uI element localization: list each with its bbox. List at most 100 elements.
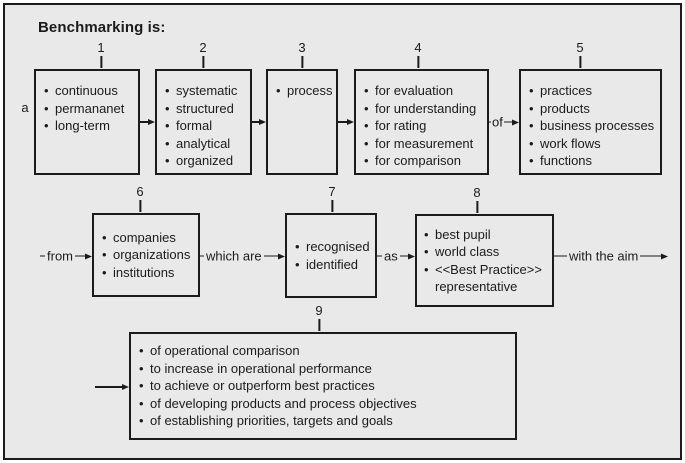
label-from: from	[47, 248, 73, 264]
connector-line	[554, 255, 567, 257]
connector-which-are: which are	[200, 249, 285, 264]
bullet-item: practices	[529, 82, 657, 100]
bullet-item: best pupil	[424, 226, 549, 244]
connector-line	[40, 255, 45, 257]
bullet-item: systematic	[165, 82, 247, 100]
box-1: continuouspermananetlong-term	[34, 69, 140, 175]
bullet-item: for measurement	[364, 135, 484, 153]
arrow-head-icon	[148, 119, 155, 125]
bullet-item: products	[529, 100, 657, 118]
connector-line	[377, 255, 382, 257]
box-1-tick	[99, 56, 102, 68]
arrow-shaft	[503, 121, 512, 123]
box-4: for evaluationfor understandingfor ratin…	[354, 69, 489, 175]
arrow-box3-to-box4	[338, 119, 354, 125]
arrow-box2-to-box3	[252, 119, 266, 125]
bullet-item: functions	[529, 152, 657, 170]
box-6-items: companiesorganizationsinstitutions	[102, 229, 195, 282]
bullet-item: organizations	[102, 246, 195, 264]
box-9: of operational comparisonto increase in …	[129, 332, 517, 440]
arrow-head-icon	[278, 253, 285, 259]
bullet-item: formal	[165, 117, 247, 135]
bullet-item: structured	[165, 100, 247, 118]
box-8-items: best pupilworld class<<Best Practice>> r…	[424, 226, 549, 296]
box-7-marker: 7	[328, 184, 336, 212]
arrow-head-icon	[85, 253, 92, 259]
box-9-items: of operational comparisonto increase in …	[139, 342, 512, 430]
arrow-shaft	[263, 255, 278, 257]
box-9-number: 9	[315, 303, 323, 318]
box-1-items: continuouspermananetlong-term	[44, 82, 135, 135]
box-6-tick	[138, 200, 141, 212]
box-7-number: 7	[328, 184, 336, 199]
bullet-item: for comparison	[364, 152, 484, 170]
box-5-items: practicesproductsbusiness processeswork …	[529, 82, 657, 170]
bullet-item: to achieve or outperform best practices	[139, 377, 512, 395]
bullet-item: institutions	[102, 264, 195, 282]
connector-with-the-aim: with the aim	[554, 249, 668, 264]
arrow-head-icon	[259, 119, 266, 125]
bullet-item: recognised	[295, 238, 372, 256]
bullet-item: continuous	[44, 82, 135, 100]
arrow-shaft	[399, 255, 408, 257]
box-8-tick	[475, 201, 478, 213]
box-1-marker: 1	[97, 40, 105, 68]
box-3: process	[266, 69, 338, 175]
bullet-item: of establishing priorities, targets and …	[139, 412, 512, 430]
arrow-shaft	[95, 386, 122, 388]
connector-line	[200, 255, 204, 257]
box-5-number: 5	[576, 40, 584, 55]
box-2-marker: 2	[199, 41, 207, 68]
box-3-marker: 3	[298, 40, 306, 68]
arrow-shaft	[640, 255, 661, 257]
arrow-shaft	[140, 121, 148, 123]
box-7: recognisedidentified	[285, 213, 377, 298]
arrow-shaft	[252, 121, 259, 123]
arrow-shaft	[75, 255, 85, 257]
label-a: a	[21, 100, 29, 115]
connector-from: from	[40, 249, 92, 264]
bullet-item: world class	[424, 243, 549, 261]
box-2: systematicstructuredformalanalyticalorga…	[155, 69, 252, 175]
box-5-marker: 5	[576, 40, 584, 68]
box-4-items: for evaluationfor understandingfor ratin…	[364, 82, 484, 170]
arrow-to-box9	[95, 384, 129, 390]
bullet-item: long-term	[44, 117, 135, 135]
bullet-item: companies	[102, 229, 195, 247]
box-7-items: recognisedidentified	[295, 238, 372, 273]
box-2-tick	[201, 56, 204, 68]
bullet-item: business processes	[529, 117, 657, 135]
bullet-item: analytical	[165, 135, 247, 153]
box-4-tick	[416, 56, 419, 68]
arrow-head-icon	[661, 253, 668, 259]
bullet-item: for evaluation	[364, 82, 484, 100]
label-of: of	[492, 114, 503, 130]
connector-line	[488, 121, 491, 123]
box-8-number: 8	[473, 185, 481, 200]
arrow-head-icon	[512, 119, 519, 125]
bullet-item: for understanding	[364, 100, 484, 118]
box-3-number: 3	[298, 40, 306, 55]
bullet-item: organized	[165, 152, 247, 170]
box-6-marker: 6	[136, 185, 144, 212]
bullet-item: for rating	[364, 117, 484, 135]
arrow-box1-to-box2	[140, 119, 155, 125]
label-which-are: which are	[206, 248, 262, 264]
box-6: companiesorganizationsinstitutions	[92, 213, 200, 297]
arrow-head-icon	[408, 253, 415, 259]
bullet-item: identified	[295, 256, 372, 274]
arrow-head-icon	[347, 119, 354, 125]
diagram-title: Benchmarking is:	[38, 19, 166, 36]
box-5-tick	[578, 56, 581, 68]
box-3-tick	[300, 56, 303, 68]
label-with-the-aim: with the aim	[569, 248, 639, 264]
bullet-item: to increase in operational performance	[139, 360, 512, 378]
arrow-shaft	[338, 121, 347, 123]
box-7-tick	[330, 200, 333, 212]
bullet-item: process	[276, 82, 333, 100]
box-1-number: 1	[97, 40, 105, 55]
box-3-items: process	[276, 82, 333, 100]
box-9-marker: 9	[315, 303, 323, 331]
box-2-items: systematicstructuredformalanalyticalorga…	[165, 82, 247, 170]
box-4-number: 4	[414, 40, 422, 55]
